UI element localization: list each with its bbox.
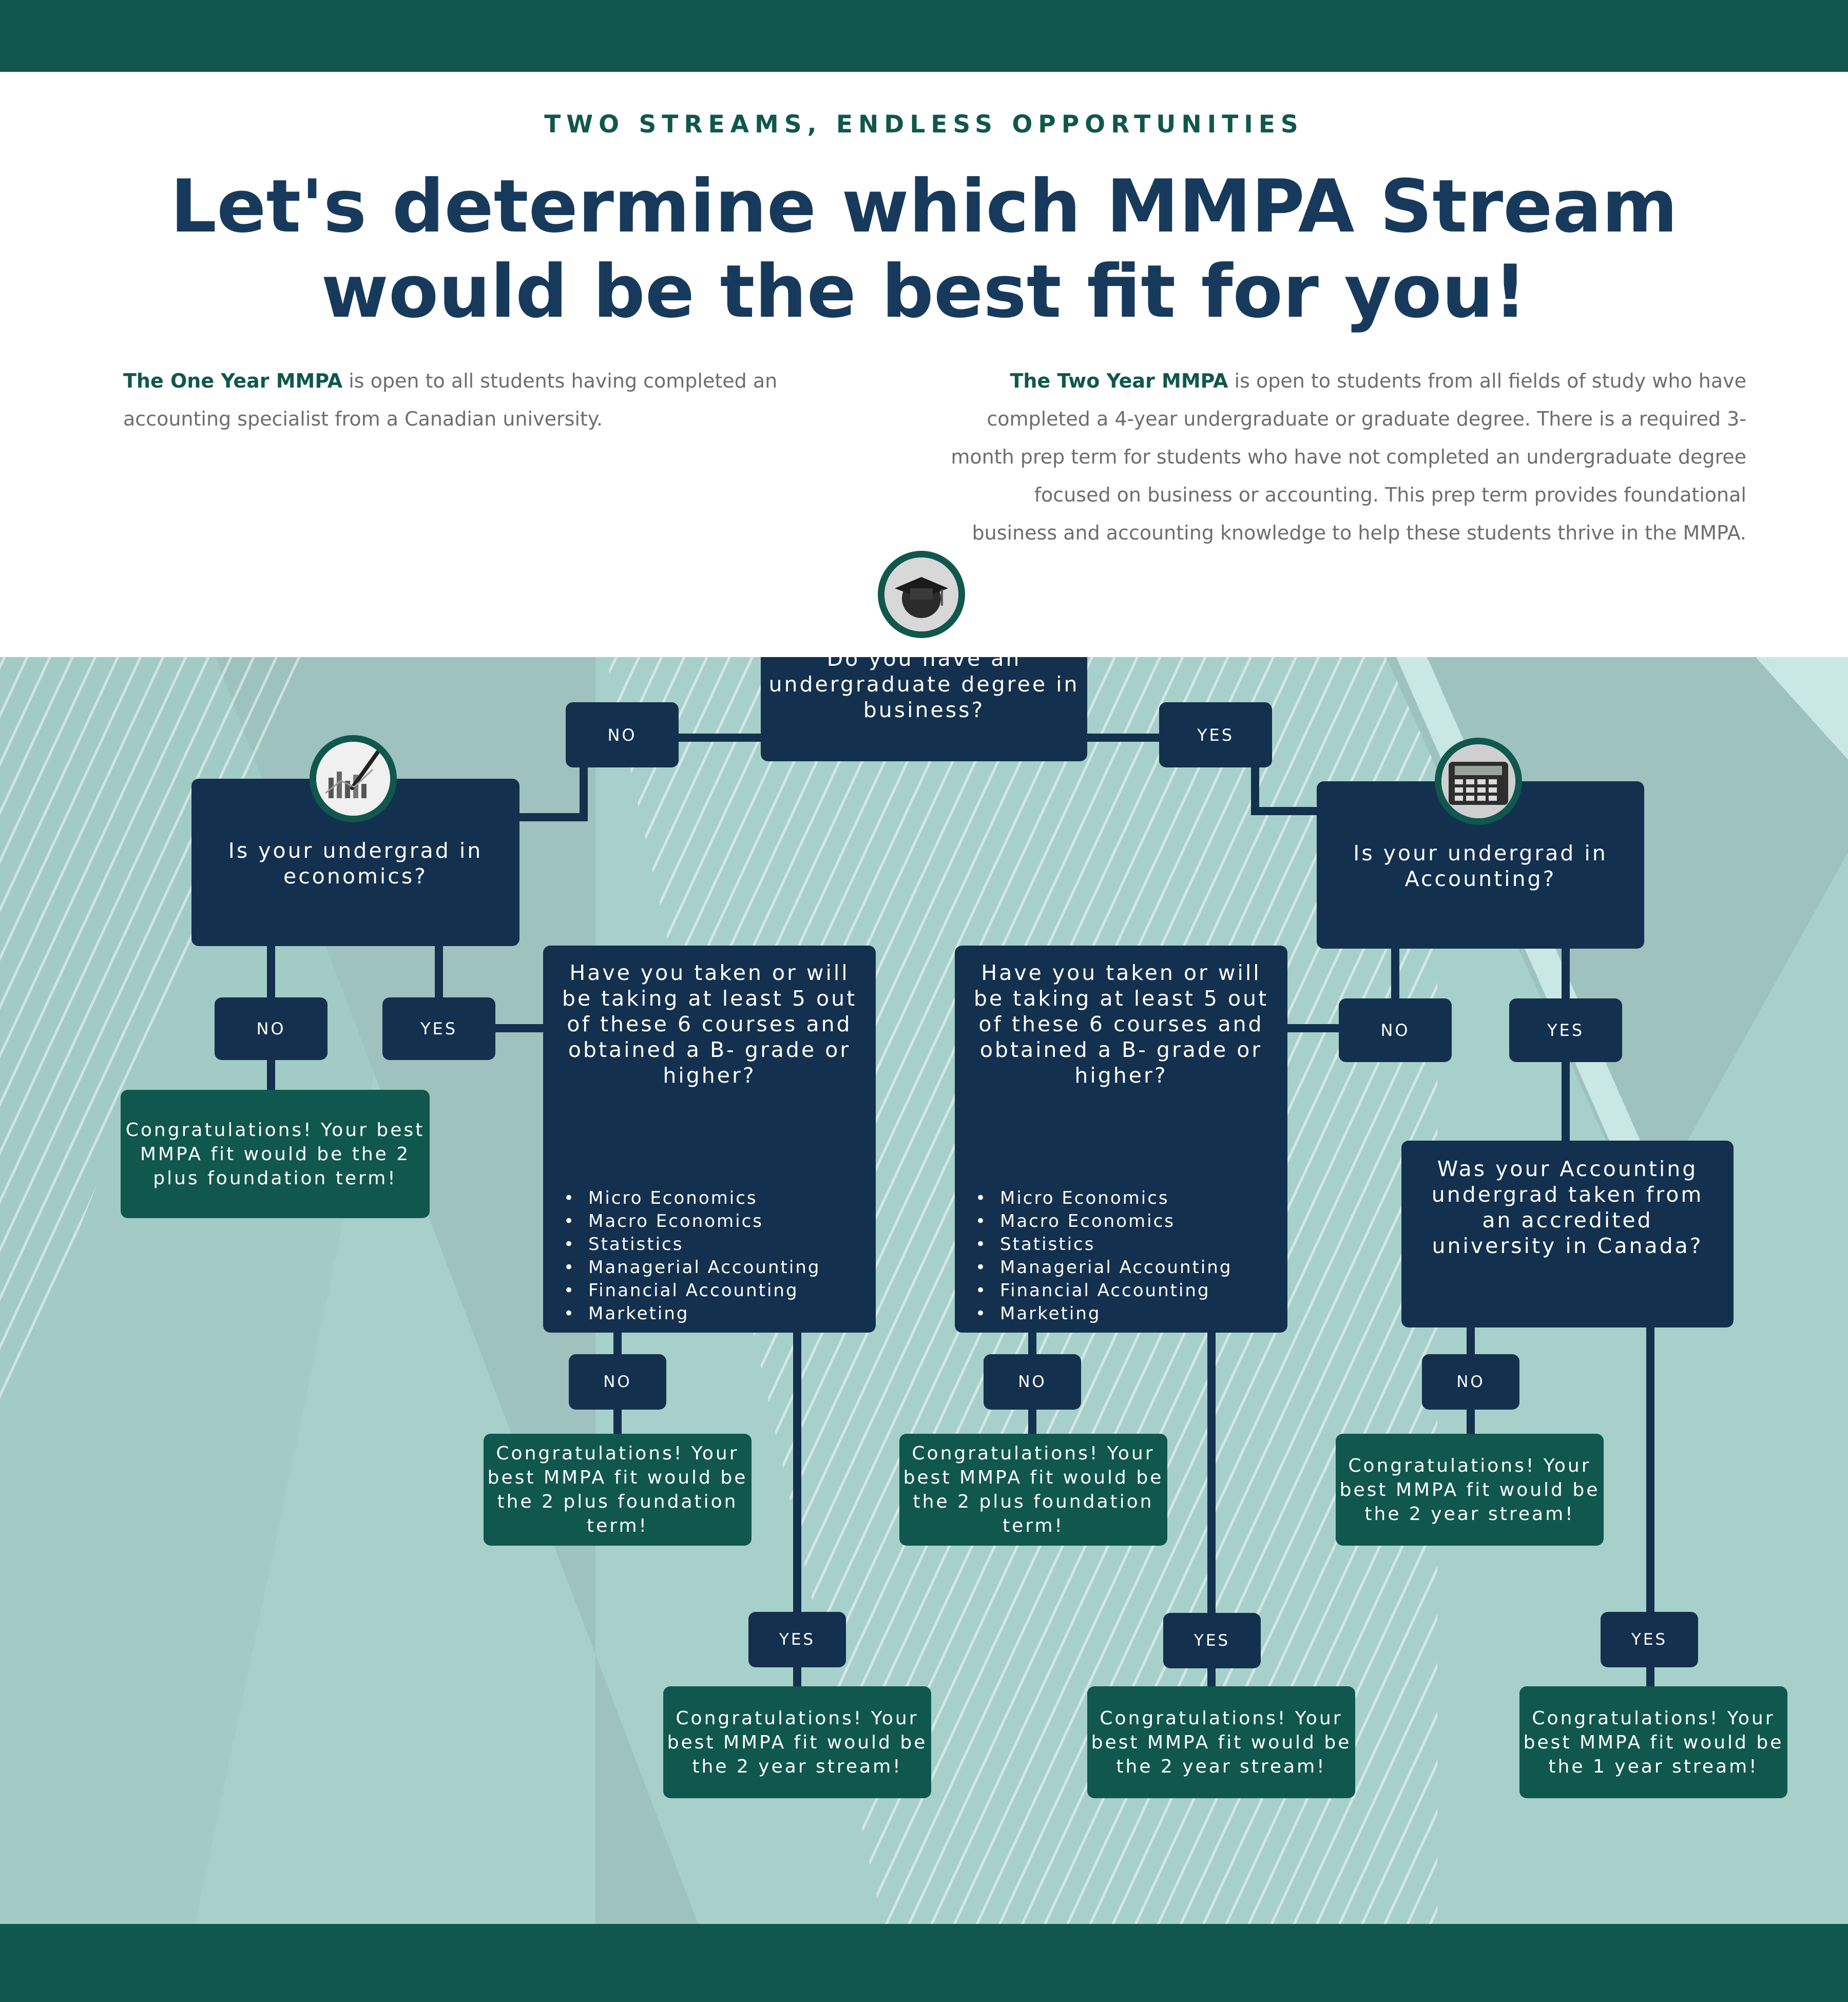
courses-right-item: Micro Economics bbox=[975, 1187, 1232, 1210]
calculator-icon bbox=[1435, 738, 1522, 825]
courses-left-list: Micro Economics Macro Economics Statisti… bbox=[564, 1187, 820, 1325]
courses-left-item: Statistics bbox=[564, 1233, 820, 1256]
bottom-band bbox=[0, 1924, 1848, 2002]
accounting-yes-label: YES bbox=[1509, 998, 1622, 1062]
economics-no-label: NO bbox=[215, 997, 328, 1060]
economics-yes-label: YES bbox=[382, 997, 495, 1060]
two-year-text: is open to students from all fields of s… bbox=[951, 370, 1746, 544]
courses-right-item: Statistics bbox=[975, 1233, 1232, 1256]
result-courses-right-no: Congratulations! Your best MMPA fit woul… bbox=[899, 1434, 1167, 1546]
accredited-question-text: Was your Accounting undergrad taken from… bbox=[1431, 1157, 1704, 1258]
finance-chart-pen-icon bbox=[310, 735, 397, 822]
root-no-label: NO bbox=[566, 702, 679, 767]
accounting-question-text: Is your undergrad in Accounting? bbox=[1353, 841, 1608, 891]
courses-right-item: Macro Economics bbox=[975, 1210, 1232, 1233]
courses-left-no-label: NO bbox=[569, 1354, 666, 1410]
courses-left-question-box: Have you taken or will be taking at leas… bbox=[543, 946, 876, 1333]
courses-right-yes-label: YES bbox=[1163, 1613, 1261, 1668]
courses-right-no-label: NO bbox=[984, 1354, 1081, 1410]
courses-left-item: Managerial Accounting bbox=[564, 1256, 820, 1279]
courses-left-question-text: Have you taken or will be taking at leas… bbox=[562, 960, 857, 1088]
root-question-box: Do you have an undergraduate degree in b… bbox=[761, 657, 1087, 761]
economics-question-text: Is your undergrad in economics? bbox=[228, 838, 483, 889]
result-economics-no: Congratulations! Your best MMPA fit woul… bbox=[121, 1090, 430, 1218]
graduate-cap-icon bbox=[878, 551, 965, 638]
connector-no-to-economics bbox=[519, 758, 588, 821]
accredited-no-label: NO bbox=[1422, 1354, 1519, 1410]
courses-right-question-box: Have you taken or will be taking at leas… bbox=[955, 946, 1287, 1333]
eyebrow-text: TWO STREAMS, ENDLESS OPPORTUNITIES bbox=[544, 110, 1304, 139]
result-accredited-yes: Congratulations! Your best MMPA fit woul… bbox=[1519, 1686, 1787, 1798]
accounting-no-label: NO bbox=[1339, 998, 1452, 1062]
one-year-text: is open to all students having completed… bbox=[123, 370, 778, 430]
result-courses-left-yes: Congratulations! Your best MMPA fit woul… bbox=[663, 1686, 931, 1798]
root-question-text: Do you have an undergraduate degree in b… bbox=[768, 657, 1080, 722]
flowchart-area: Do you have an undergraduate degree in b… bbox=[0, 657, 1848, 1924]
light-stripe-corner bbox=[1756, 657, 1848, 760]
two-year-description: The Two Year MMPA is open to students fr… bbox=[945, 362, 1746, 552]
result-accredited-no: Congratulations! Your best MMPA fit woul… bbox=[1336, 1434, 1604, 1546]
accredited-yes-label: YES bbox=[1601, 1612, 1698, 1667]
courses-right-item: Marketing bbox=[975, 1302, 1232, 1325]
root-yes-label: YES bbox=[1159, 702, 1272, 767]
page-title: Let's determine which MMPA Stream would … bbox=[0, 164, 1848, 335]
two-year-name: The Two Year MMPA bbox=[1010, 370, 1228, 392]
courses-left-item: Macro Economics bbox=[564, 1210, 820, 1233]
one-year-description: The One Year MMPA is open to all student… bbox=[123, 362, 852, 438]
courses-right-list: Micro Economics Macro Economics Statisti… bbox=[975, 1187, 1232, 1325]
courses-left-item: Marketing bbox=[564, 1302, 820, 1325]
result-courses-right-yes: Congratulations! Your best MMPA fit woul… bbox=[1087, 1686, 1355, 1798]
accredited-question-box: Was your Accounting undergrad taken from… bbox=[1401, 1141, 1734, 1327]
courses-left-item: Financial Accounting bbox=[564, 1279, 820, 1302]
courses-right-item: Financial Accounting bbox=[975, 1279, 1232, 1302]
result-courses-left-no: Congratulations! Your best MMPA fit woul… bbox=[484, 1434, 752, 1546]
page-title-line2: would be the best fit for you! bbox=[321, 249, 1527, 334]
connector-yes-to-accounting bbox=[1251, 758, 1318, 815]
courses-right-item: Managerial Accounting bbox=[975, 1256, 1232, 1279]
courses-left-yes-label: YES bbox=[748, 1612, 846, 1667]
page-title-line1: Let's determine which MMPA Stream bbox=[170, 164, 1678, 249]
top-band bbox=[0, 0, 1848, 72]
one-year-name: The One Year MMPA bbox=[123, 370, 343, 392]
courses-right-question-text: Have you taken or will be taking at leas… bbox=[973, 960, 1269, 1088]
courses-left-item: Micro Economics bbox=[564, 1187, 820, 1210]
